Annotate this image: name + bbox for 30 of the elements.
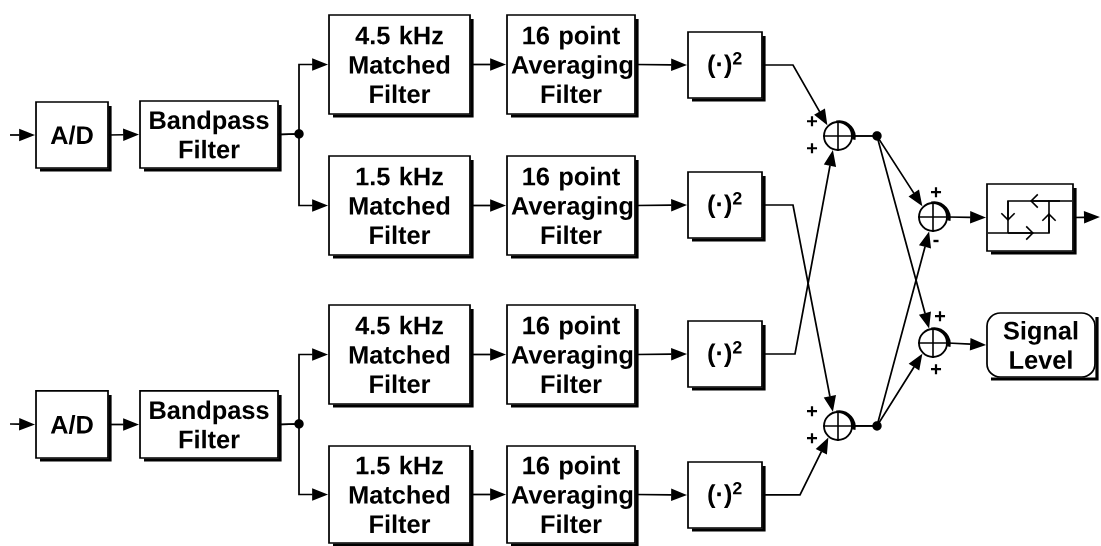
process-box: (·)$^{2}$ <box>687 461 766 532</box>
summing-junction <box>917 327 951 359</box>
summing-junction <box>822 410 856 442</box>
sign-label: + <box>807 433 818 444</box>
process-box: 4.5 kHz Matched Filter <box>328 14 474 118</box>
sign-label: + <box>935 311 946 322</box>
summing-junction <box>822 120 856 152</box>
sign-label: - <box>933 239 939 243</box>
process-box: 1.5 kHz Matched Filter <box>328 155 474 259</box>
process-box: (·)$^{2}$ <box>687 171 766 242</box>
summing-junction <box>917 201 951 233</box>
process-box: Bandpass Filter <box>139 390 282 462</box>
hysteresis-box <box>986 183 1077 255</box>
process-box: Bandpass Filter <box>139 100 282 172</box>
sign-label: + <box>807 116 818 127</box>
process-box: 16 point Averaging Filter <box>506 304 639 408</box>
process-box: A/D <box>35 390 112 462</box>
process-box: 4.5 kHz Matched Filter <box>328 304 474 408</box>
process-box: (·)$^{2}$ <box>687 320 766 391</box>
sign-label: + <box>931 187 942 198</box>
sign-label: + <box>807 406 818 417</box>
sign-label: + <box>807 143 818 154</box>
process-box: 16 point Averaging Filter <box>506 445 639 546</box>
sign-label: + <box>931 364 942 375</box>
process-box: A/D <box>35 101 112 172</box>
output-box: Signal Level <box>986 312 1099 381</box>
process-box: 16 point Averaging Filter <box>506 14 639 118</box>
process-box: (·)$^{2}$ <box>687 31 766 102</box>
process-box: 16 point Averaging Filter <box>506 155 639 259</box>
process-box: 1.5 kHz Matched Filter <box>328 445 474 546</box>
